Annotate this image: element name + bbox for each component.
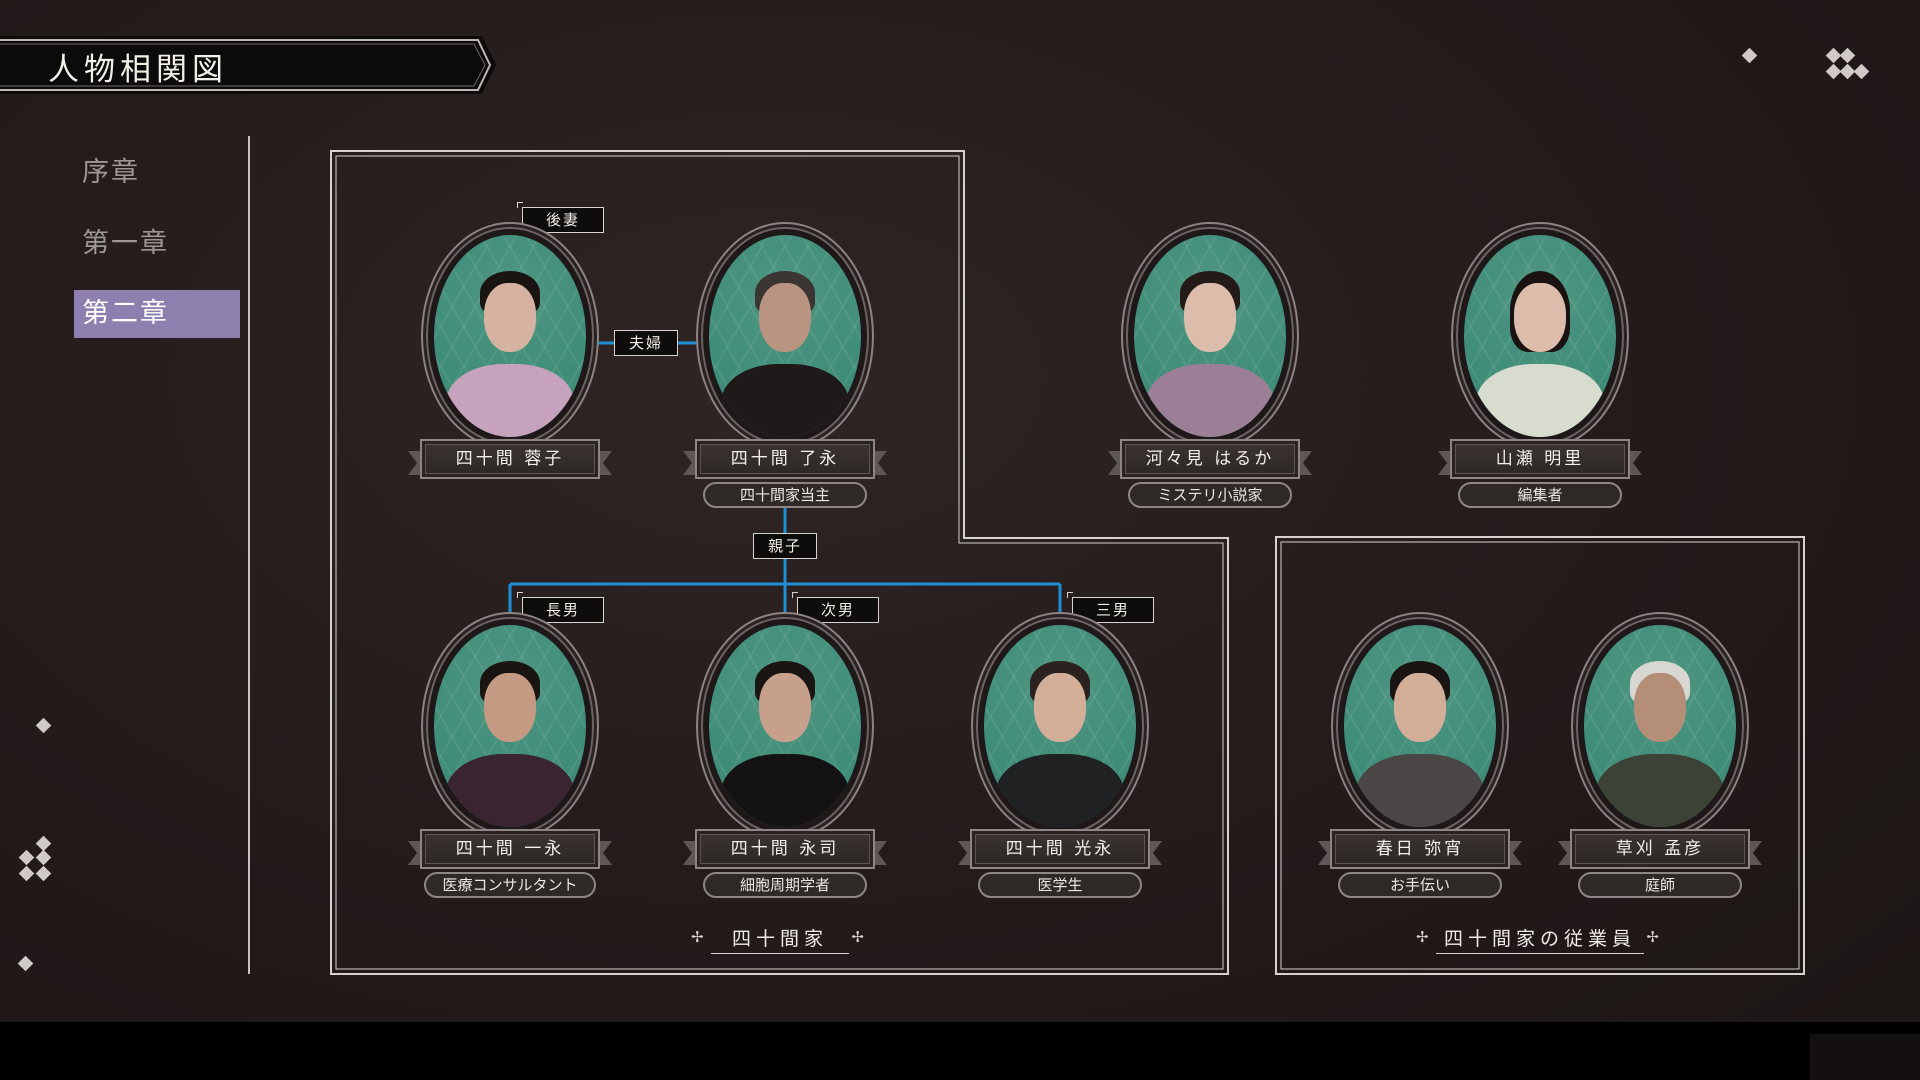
nameplate-kazue[interactable]: 四十間 一永	[408, 829, 600, 869]
corner-block	[1810, 1034, 1920, 1080]
nameplate-mitsue[interactable]: 四十間 光永	[958, 829, 1150, 869]
relation-tag-third-son: 三男	[1067, 592, 1154, 623]
portrait-kazue[interactable]	[428, 619, 592, 833]
role-label-ryoei: 四十間家当主	[703, 482, 867, 508]
name-label: 山瀬 明里	[1450, 439, 1630, 479]
header-banner	[0, 36, 496, 94]
portrait-yayoi[interactable]	[1338, 619, 1502, 833]
chapter-tab-chapter-1[interactable]: 第一章	[82, 228, 169, 259]
role-label-haruka: ミステリ小説家	[1128, 482, 1292, 508]
bottom-bar	[0, 1022, 1920, 1080]
flourish-right-icon: ✢	[1646, 928, 1664, 946]
group-label-family: ✢ 四十間家 ✢	[691, 924, 864, 954]
portrait-eiji[interactable]	[703, 619, 867, 833]
nameplate-haruka[interactable]: 河々見 はるか	[1108, 439, 1300, 479]
name-label: 四十間 蓉子	[420, 439, 600, 479]
relation-tag-second-son: 次男	[792, 592, 879, 623]
name-label: 春日 弥宵	[1330, 829, 1510, 869]
name-label: 四十間 了永	[695, 439, 875, 479]
role-label-yayoi: お手伝い	[1338, 872, 1502, 898]
portrait-haruka[interactable]	[1128, 229, 1292, 443]
portrait-mitsue[interactable]	[978, 619, 1142, 833]
nameplate-takehiko[interactable]: 草刈 孟彦	[1558, 829, 1750, 869]
name-label: 草刈 孟彦	[1570, 829, 1750, 869]
flourish-left-icon: ✢	[691, 928, 709, 946]
group-label-staff: ✢ 四十間家の従業員 ✢	[1416, 924, 1659, 954]
sidebar-divider	[248, 136, 250, 974]
role-label-mitsue: 医学生	[978, 872, 1142, 898]
name-label: 四十間 永司	[695, 829, 875, 869]
chapter-tab-chapter-2[interactable]: 第二章	[74, 290, 240, 338]
nameplate-yayoi[interactable]: 春日 弥宵	[1318, 829, 1510, 869]
nameplate-ryoei[interactable]: 四十間 了永	[683, 439, 875, 479]
nameplate-akari[interactable]: 山瀬 明里	[1438, 439, 1630, 479]
relation-tag-second-wife: 後妻	[517, 202, 604, 233]
nameplate-eiji[interactable]: 四十間 永司	[683, 829, 875, 869]
role-label-eiji: 細胞周期学者	[703, 872, 867, 898]
role-label-akari: 編集者	[1458, 482, 1622, 508]
portrait-akari[interactable]	[1458, 229, 1622, 443]
flourish-left-icon: ✢	[1416, 928, 1434, 946]
name-label: 四十間 光永	[970, 829, 1150, 869]
portrait-yoko[interactable]	[428, 229, 592, 443]
page-title: 人物相関図	[48, 52, 228, 88]
role-label-kazue: 医療コンサルタント	[424, 872, 596, 898]
role-label-takehiko: 庭師	[1578, 872, 1742, 898]
relation-tag-parent-child: 親子	[753, 533, 817, 559]
portrait-takehiko[interactable]	[1578, 619, 1742, 833]
portrait-ryoei[interactable]	[703, 229, 867, 443]
relation-tag-eldest-son: 長男	[517, 592, 604, 623]
relation-tag-couple: 夫婦	[614, 330, 678, 356]
chapter-tab-prologue[interactable]: 序章	[82, 157, 140, 188]
name-label: 河々見 はるか	[1120, 439, 1300, 479]
flourish-right-icon: ✢	[851, 928, 869, 946]
nameplate-yoko[interactable]: 四十間 蓉子	[408, 439, 600, 479]
name-label: 四十間 一永	[420, 829, 600, 869]
